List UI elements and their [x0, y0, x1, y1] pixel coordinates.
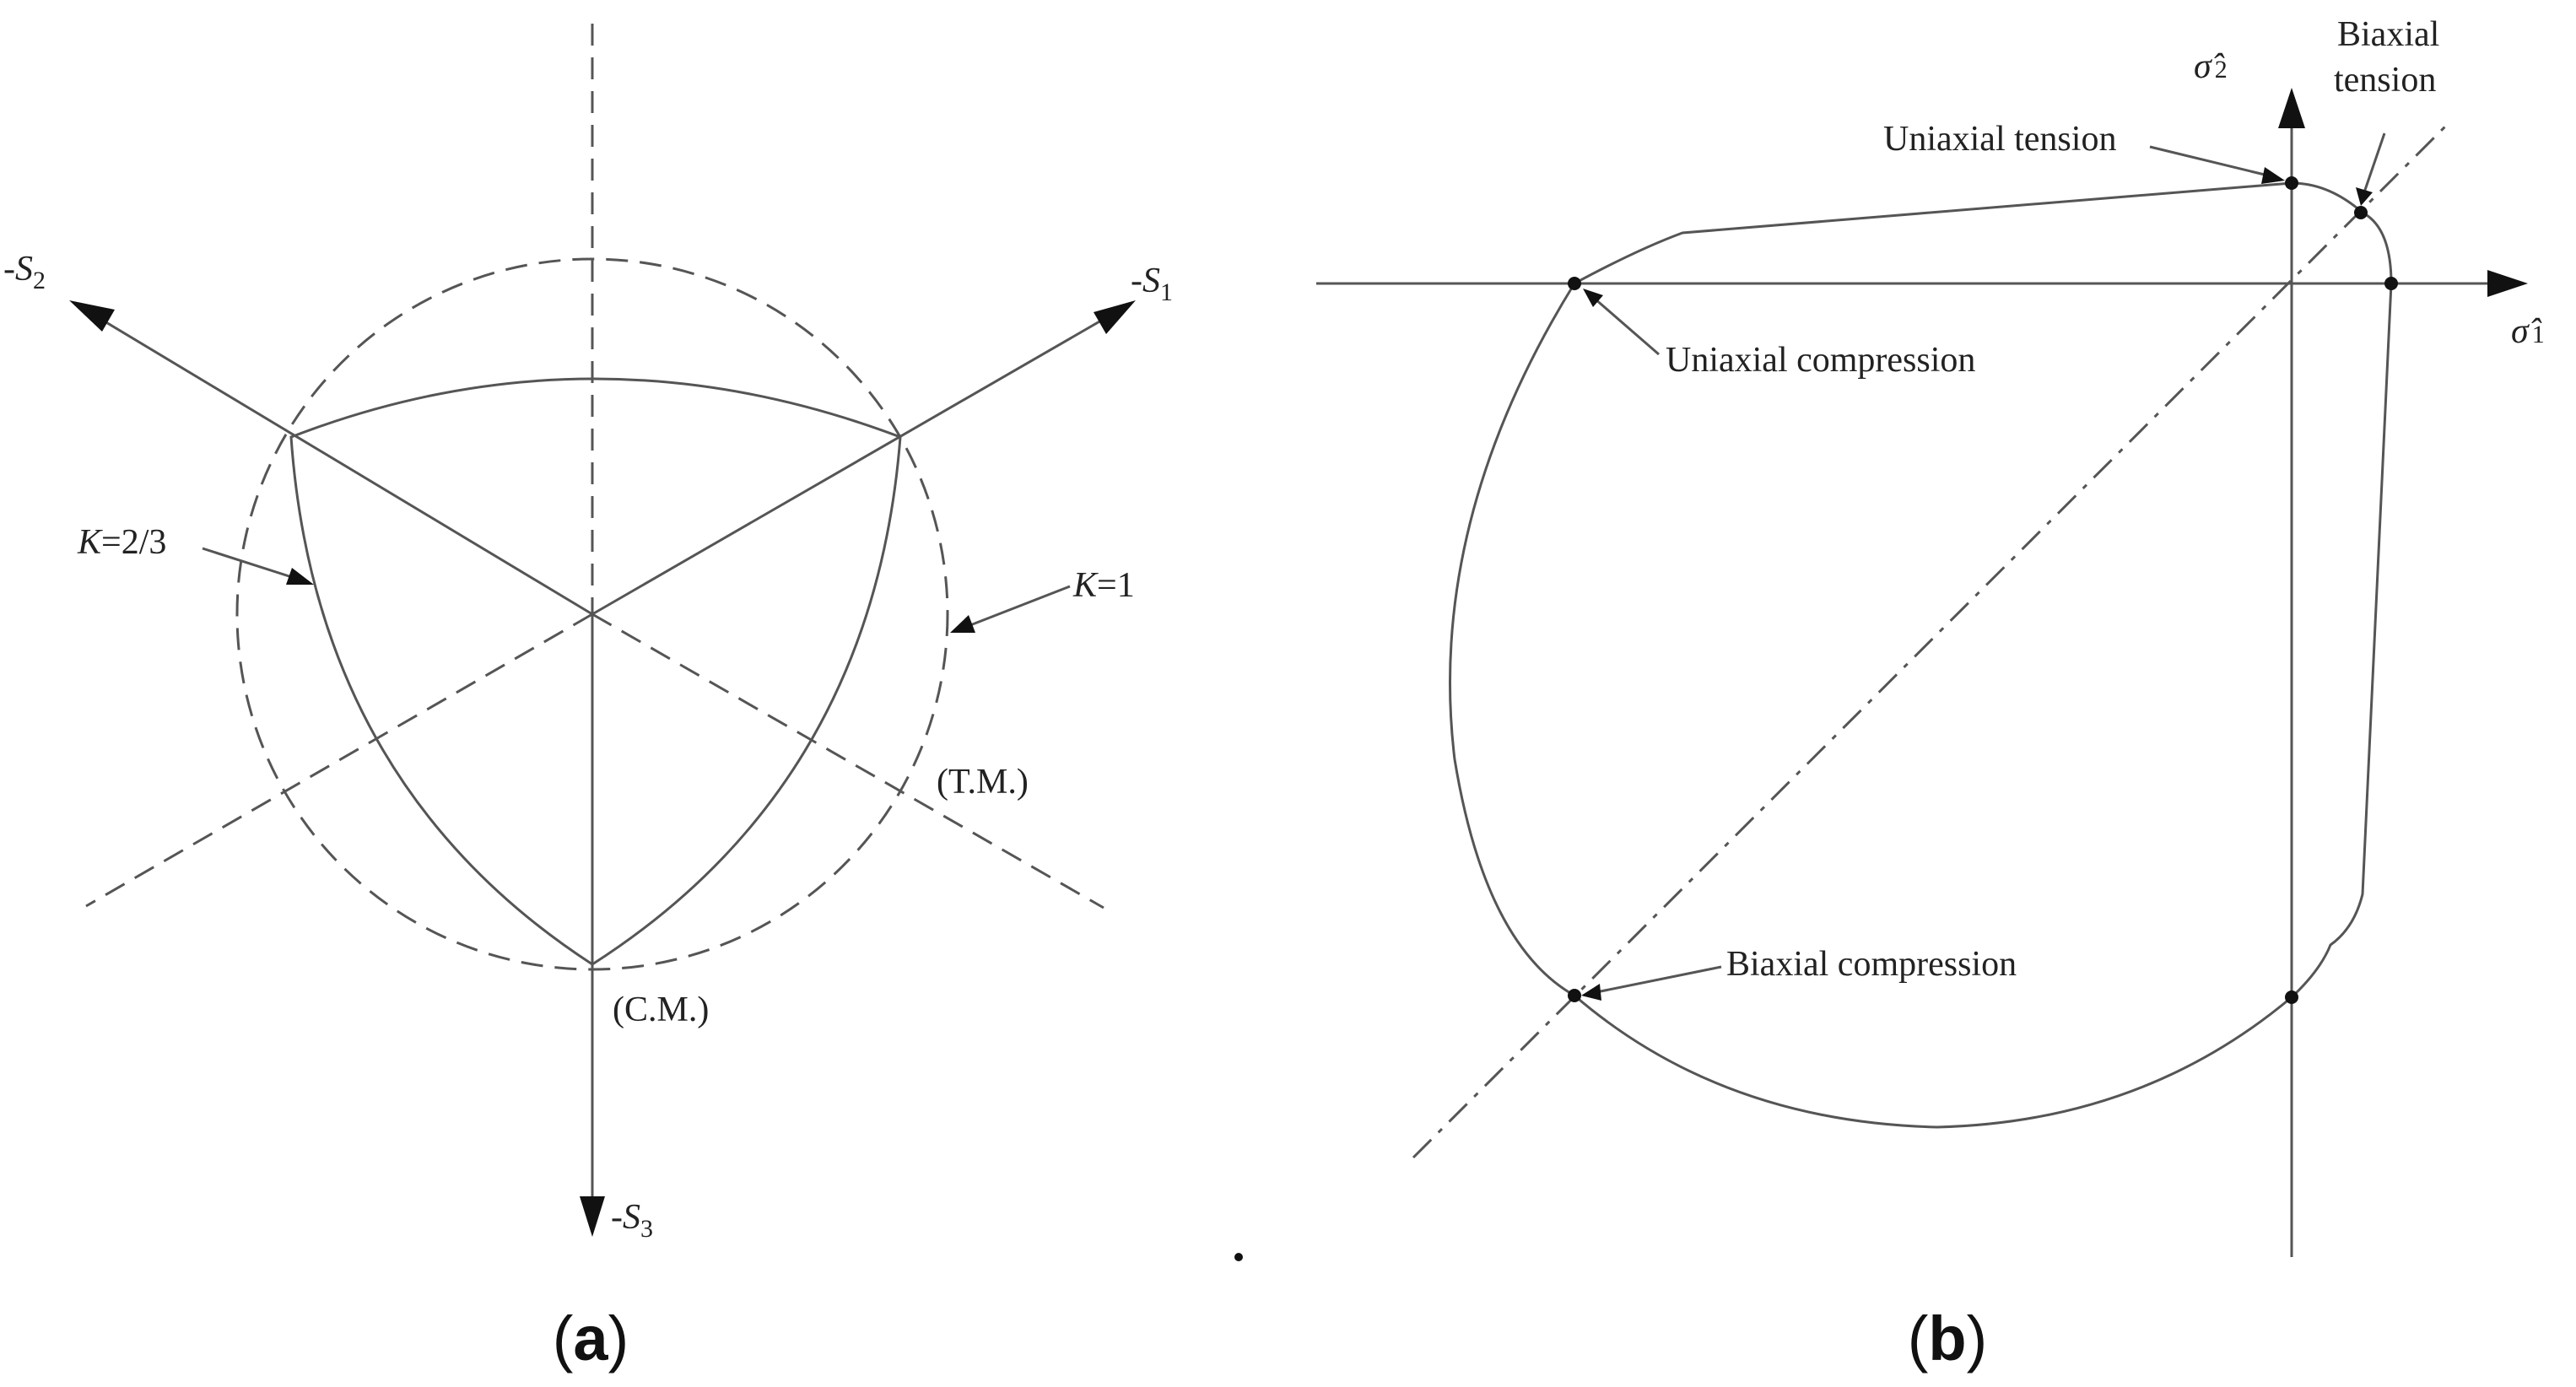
k23-curve — [289, 377, 902, 966]
biaxial-tension-label-line2: tension — [2334, 61, 2436, 100]
sigma1-intercept-point — [2384, 277, 2398, 290]
sigma1-axis-label: σ̂1 — [2511, 312, 2545, 351]
biaxial-tension-leader — [2363, 132, 2386, 193]
sigma2-arrowhead — [2278, 88, 2305, 128]
caption-b: (b) — [1908, 1303, 1988, 1374]
uniaxial-compression-label: Uniaxial compression — [1666, 341, 1975, 380]
s1-dashed-extension — [85, 613, 593, 908]
cm-label: (C.M.) — [613, 990, 709, 1029]
biaxial-compression-leader-arrowhead — [1581, 984, 1601, 1001]
panel-a: -S2 -S1 -S3 K=2/3 K=1 (T.M.) (C.M.) (a) — [3, 24, 1173, 1374]
s2-dashed-extension — [591, 613, 1104, 909]
k1-leader-line — [969, 585, 1071, 627]
s2-axis-label: -S2 — [3, 250, 46, 294]
biaxial-tension-label-line1: Biaxial — [2337, 15, 2439, 54]
separator-dot — [1234, 1253, 1243, 1261]
s1-axis — [591, 319, 1102, 616]
k1-label: K=1 — [1072, 566, 1135, 605]
s1-axis-label: -S1 — [1131, 262, 1173, 306]
s2-arrowhead — [69, 300, 115, 332]
uniaxial-tension-leader-arrowhead — [2261, 167, 2285, 184]
k23-label: K=2/3 — [77, 523, 166, 562]
sigma1-arrowhead — [2487, 270, 2528, 297]
failure-envelope — [1448, 181, 2393, 1129]
uniaxial-compression-point — [1568, 277, 1581, 290]
uniaxial-tension-point — [2285, 176, 2298, 190]
panel-b: σ̂2 σ̂1 Uniaxial tension Biaxial tension… — [1316, 15, 2545, 1374]
diagonal-line — [1412, 123, 2449, 1159]
s3-arrowhead — [580, 1196, 605, 1237]
uniaxial-tension-leader — [2149, 145, 2269, 177]
biaxial-compression-leader — [1596, 965, 1722, 994]
k23-leader-line — [202, 547, 298, 580]
tm-label: (T.M.) — [937, 763, 1029, 801]
s1-arrowhead — [1094, 300, 1136, 334]
caption-a: (a) — [553, 1303, 629, 1374]
sigma2-axis-label: σ̂2 — [2194, 47, 2228, 86]
uniaxial-tension-label: Uniaxial tension — [1883, 120, 2116, 159]
k1-leader-arrowhead — [950, 615, 975, 633]
uniaxial-compression-leader — [1594, 297, 1660, 356]
biaxial-compression-label: Biaxial compression — [1726, 945, 2017, 984]
biaxial-compression-point — [1568, 989, 1581, 1002]
s3-axis-label: -S3 — [611, 1198, 653, 1243]
biaxial-tension-leader-arrowhead — [2356, 187, 2373, 206]
biaxial-tension-point — [2354, 206, 2368, 219]
lower-axis-point — [2285, 990, 2298, 1004]
s2-axis — [104, 320, 593, 616]
uniaxial-compression-leader-arrowhead — [1583, 289, 1603, 307]
k23-leader-arrowhead — [286, 568, 314, 585]
